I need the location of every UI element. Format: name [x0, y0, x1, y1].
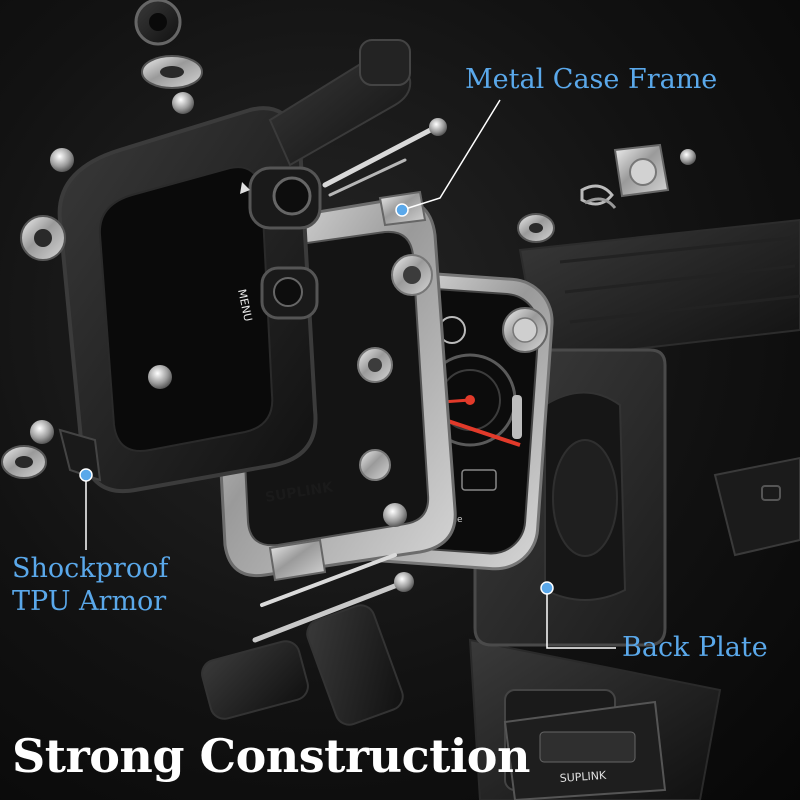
callout-metal-case-frame: Metal Case Frame [465, 63, 717, 96]
callout-tpu-armor-line2: TPU Armor [12, 586, 167, 617]
callout-tpu-armor: Shockproof TPU Armor [12, 552, 168, 618]
callout-back-plate: Back Plate [622, 631, 768, 664]
buckle-part: SUPLINK [503, 700, 667, 800]
callout-tpu-armor-line1: Shockproof [12, 553, 169, 584]
callout-back-plate-text: Back Plate [622, 632, 768, 663]
callout-metal-case-frame-text: Metal Case Frame [465, 64, 718, 95]
callout-pointers [79, 99, 616, 649]
spring-bars [252, 118, 447, 643]
screws-and-nuts [1, 0, 696, 527]
buckle-brand-mark: SUPLINK [559, 769, 607, 785]
strap-keeper [713, 456, 800, 557]
metal-case-frame-part: SUPLINK [208, 190, 457, 582]
headline-title: Strong Construction [12, 729, 530, 783]
tpu-armor-part: MENU [57, 106, 322, 494]
